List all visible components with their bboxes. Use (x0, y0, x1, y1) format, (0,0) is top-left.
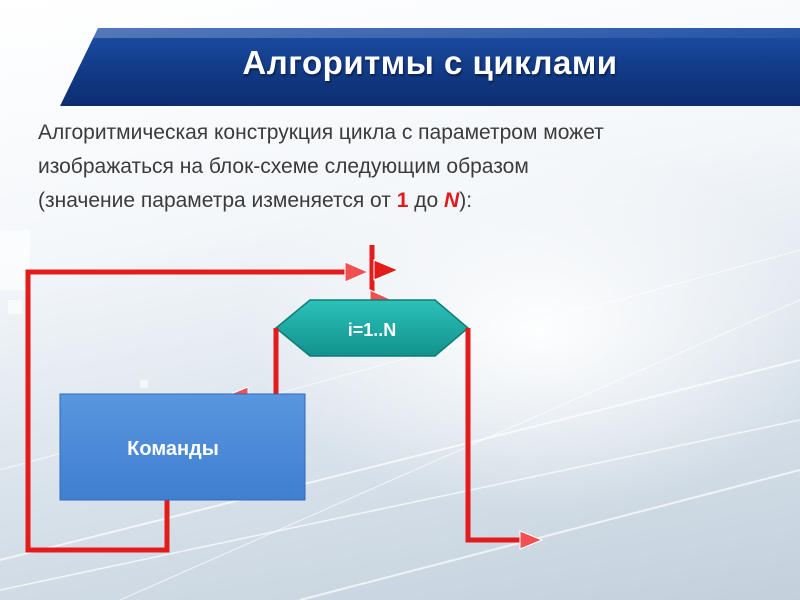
title-banner (60, 28, 800, 106)
loop-body-box (59, 393, 306, 501)
intro-line-3-start: (значение параметра изменяется от (38, 189, 397, 212)
intro-line-1: Алгоритмическая конструкция цикла с пара… (38, 121, 604, 144)
intro-line-3-mid: до (408, 189, 445, 212)
intro-text: Алгоритмическая конструкция цикла с пара… (38, 116, 778, 218)
intro-line-2: изображаться на блок-схеме следующим обр… (38, 155, 529, 178)
loop-exit-arrowhead (519, 530, 544, 550)
loop-exit-line (465, 328, 520, 543)
loop-return-arrowhead (344, 261, 370, 283)
intro-line-3-end: ): (459, 189, 473, 212)
slide-title: Алгоритмы с циклами (242, 44, 618, 81)
title-banner-highlight (70, 28, 800, 38)
loop-condition-label: i=1..N (348, 320, 397, 340)
param-start-value: 1 (396, 189, 409, 212)
loop-return-line (25, 269, 345, 553)
loop-body-entry-line (248, 328, 279, 399)
param-end-value: N (444, 189, 460, 212)
intro-line-3: (значение параметра изменяется от 1 до N… (38, 184, 778, 218)
entry-arrowhead-top (373, 259, 400, 281)
loop-body-label: Команды (127, 438, 219, 460)
